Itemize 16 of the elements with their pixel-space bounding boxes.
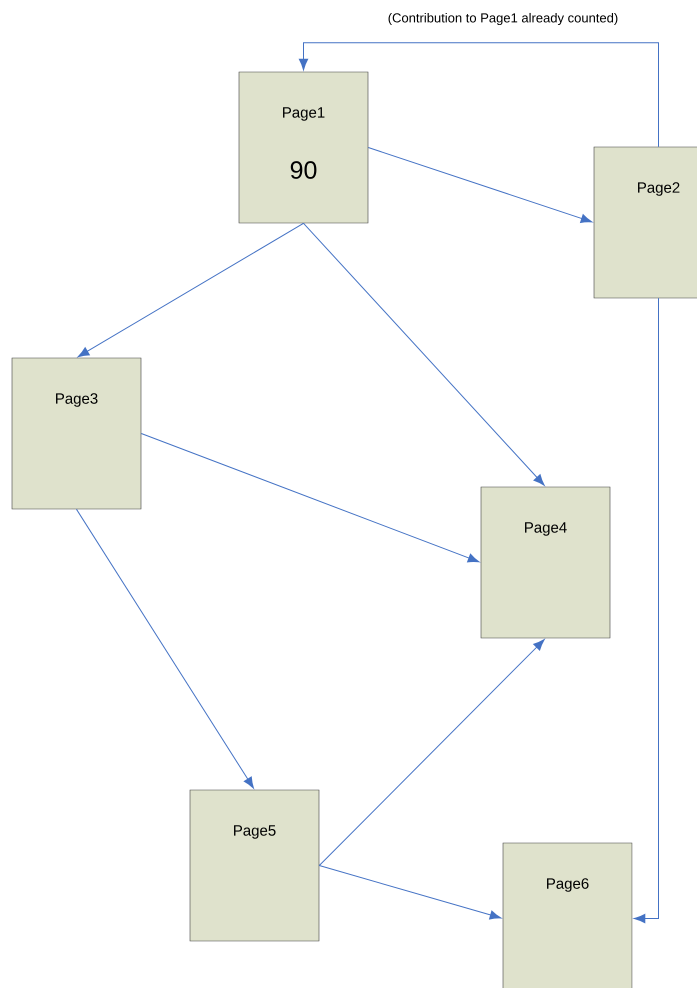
page-box: Page6 <box>502 842 632 988</box>
arrow <box>318 865 502 920</box>
page-box: Page3 <box>12 358 142 510</box>
arrow <box>140 433 480 562</box>
arrow <box>303 222 545 486</box>
arrow <box>76 508 254 788</box>
page-box: Page5 <box>190 790 320 942</box>
arrow <box>368 147 592 223</box>
arrow <box>78 222 304 358</box>
page-box: Page1 90 <box>238 72 368 224</box>
edge-label: (Contribution to Page1 already counted) <box>388 12 618 26</box>
arrow <box>634 298 659 924</box>
page-box: Page4 <box>480 486 610 638</box>
arrow <box>298 42 659 148</box>
arrow <box>318 639 545 866</box>
page-box: Page2 <box>594 146 697 298</box>
